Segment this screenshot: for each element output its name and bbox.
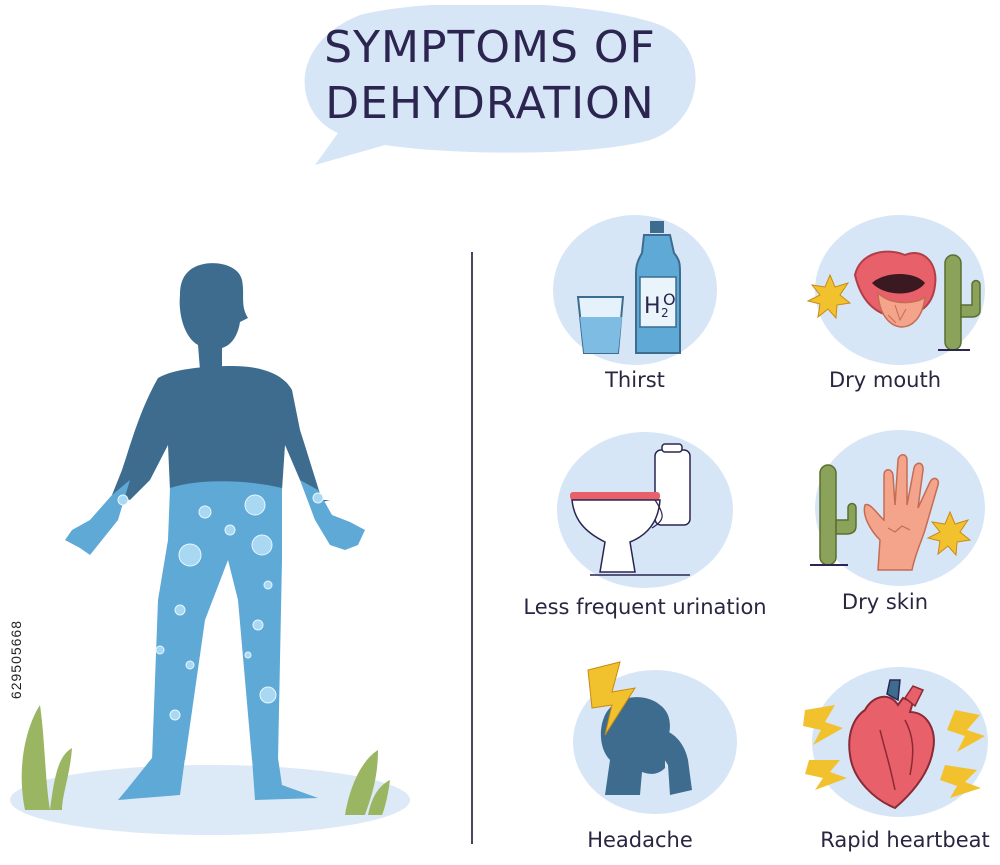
symptom-label: Dry mouth: [828, 368, 942, 392]
toilet-icon: [557, 432, 733, 588]
symptom-dry-mouth: Dry mouth: [800, 205, 1000, 405]
svg-text:H: H: [644, 294, 661, 319]
headache-icon: [573, 661, 737, 814]
svg-text:2: 2: [661, 306, 669, 320]
water-bottle-and-glass-icon: H 2 O: [553, 215, 717, 365]
symptom-rapid-heartbeat: Rapid heartbeat: [795, 650, 1000, 865]
symptom-label: Dry skin: [841, 590, 929, 614]
divider-line: [471, 252, 473, 844]
symptom-label: Thirst: [605, 368, 665, 392]
image-id-watermark: 629505668: [8, 620, 24, 700]
dry-mouth-icon: [806, 215, 985, 365]
dehydrated-person-illustration: [10, 263, 410, 835]
page-title: SYMPTOMS OF DEHYDRATION: [300, 20, 680, 132]
symptom-less-frequent-urination: Less frequent urination: [523, 420, 767, 630]
svg-text:O: O: [663, 290, 676, 309]
symptom-label: Rapid heartbeat: [820, 828, 990, 852]
symptom-dry-skin: Dry skin: [800, 420, 1000, 630]
title-line-2: DEHYDRATION: [325, 78, 655, 129]
symptom-label: Less frequent urination: [523, 595, 767, 619]
heart-icon: [803, 667, 988, 817]
symptom-headache: Headache: [550, 650, 750, 865]
title-line-1: SYMPTOMS OF: [324, 22, 656, 73]
symptom-label: Headache: [587, 828, 693, 852]
title-speech-bubble: [304, 5, 696, 165]
symptom-thirst: H 2 O Thirst: [540, 205, 750, 405]
dry-hand-icon: [810, 430, 985, 586]
grass-icon: [21, 705, 390, 815]
